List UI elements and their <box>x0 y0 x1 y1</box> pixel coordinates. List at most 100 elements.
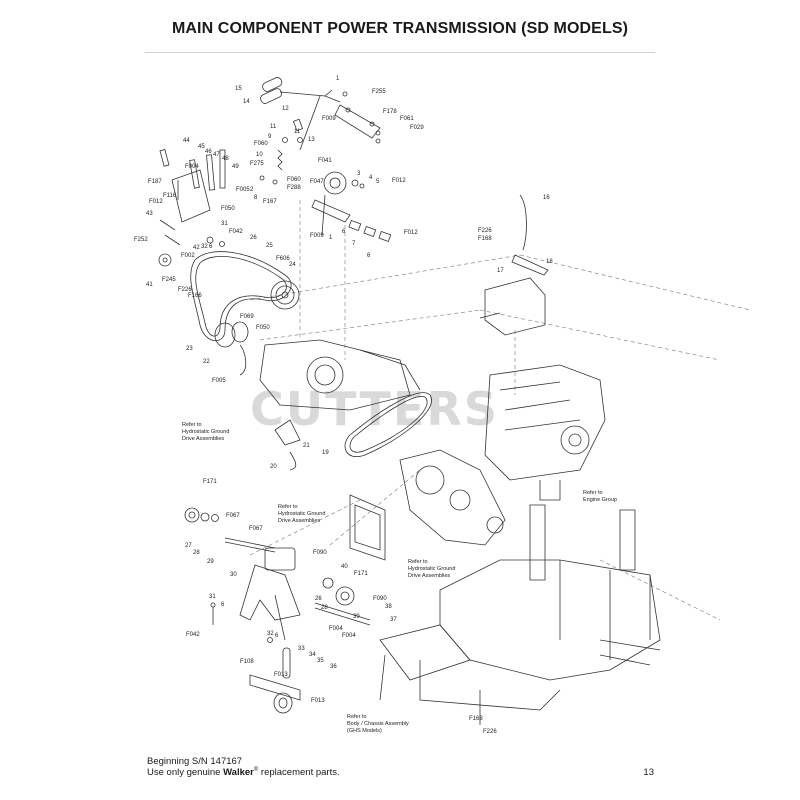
part-label: 1 <box>329 235 333 241</box>
part-label: F050 <box>256 325 270 331</box>
drawing-lines <box>158 77 751 725</box>
part-label: F012 <box>392 178 406 184</box>
part-label: F067 <box>249 526 263 532</box>
part-label: F606 <box>276 256 290 262</box>
usage-note: Use only genuine Walker® replacement par… <box>147 767 340 778</box>
part-label: 47 <box>213 152 220 158</box>
part-label: 9 <box>268 134 272 140</box>
part-label: 11 <box>270 124 277 130</box>
part-label: F275 <box>250 161 264 167</box>
serial-note: Beginning S/N 147167 <box>147 756 243 767</box>
note-hydrostatic-3: Refer to Hydrostatic Ground Drive Assemb… <box>408 559 457 579</box>
part-label: 48 <box>222 156 229 162</box>
part-label: 5 <box>376 179 380 185</box>
part-label: F090 <box>373 596 387 602</box>
note-engine-group: Refer to Engine Group <box>583 490 617 503</box>
part-label: F013 <box>274 672 288 678</box>
part-label: 26 <box>250 235 257 241</box>
part-label: 6 <box>209 244 213 250</box>
part-label: F005 <box>236 187 250 193</box>
part-label: 35 <box>317 658 324 664</box>
title-rule <box>145 52 655 53</box>
part-label: 6 <box>367 253 371 259</box>
part-label: 45 <box>198 144 205 150</box>
part-label: 43 <box>146 211 153 217</box>
part-label: F171 <box>354 571 368 577</box>
part-label: 10 <box>256 152 263 158</box>
watermark-text: CUTTERS <box>250 382 499 436</box>
part-label: F002 <box>181 253 195 259</box>
part-label: F090 <box>313 550 327 556</box>
part-label: 3 <box>357 171 361 177</box>
usage-prefix: Use only genuine <box>147 767 224 779</box>
part-label: 7 <box>352 241 356 247</box>
note-hydrostatic-1: Refer to Hydrostatic Ground Drive Assemb… <box>182 422 231 442</box>
usage-suffix: replacement parts. <box>258 767 340 779</box>
part-label: F004 <box>342 633 356 639</box>
part-label: F013 <box>311 698 325 704</box>
part-label: F069 <box>240 314 254 320</box>
note-body-chassis: Refer to Body / Chassis Assembly (GHS Mo… <box>347 714 410 734</box>
part-label: 25 <box>266 243 273 249</box>
part-label: 1 <box>336 76 340 82</box>
part-label: 41 <box>146 282 153 288</box>
part-label: 33 <box>298 646 305 652</box>
part-label: F009 <box>310 233 324 239</box>
part-label: 21 <box>303 443 310 449</box>
part-label: F245 <box>162 277 176 283</box>
part-label: F042 <box>186 632 200 638</box>
part-label: F187 <box>148 179 162 185</box>
part-label: 28 <box>193 550 200 556</box>
part-label: 26 <box>315 596 322 602</box>
part-label: 37 <box>390 617 397 623</box>
part-label: 4 <box>369 175 373 181</box>
part-label: F004 <box>185 164 199 170</box>
part-label: F226 <box>478 228 492 234</box>
part-label: 32 <box>201 244 208 250</box>
part-label: 28 <box>321 605 328 611</box>
part-label: 12 <box>282 106 289 112</box>
part-label: 40 <box>341 564 348 570</box>
part-label: 23 <box>186 346 193 352</box>
part-label: 46 <box>205 149 212 155</box>
part-label: 42 <box>193 245 200 251</box>
part-label: 44 <box>183 138 190 144</box>
part-label: 27 <box>185 543 192 549</box>
part-label: F116 <box>163 193 177 199</box>
part-label: F060 <box>287 177 301 183</box>
part-label: 36 <box>330 664 337 670</box>
part-label: F047 <box>310 179 324 185</box>
part-labels: 15 14 1 F255 12 F009 F178 F061 F029 11 9… <box>134 76 553 735</box>
part-label: 24 <box>289 262 296 268</box>
part-label: 19 <box>322 450 329 456</box>
part-label: F108 <box>240 659 254 665</box>
part-label: 15 <box>235 86 242 92</box>
part-label: 32 <box>267 631 274 637</box>
part-label: 11 <box>294 129 301 135</box>
part-label: 30 <box>230 572 237 578</box>
part-label: 13 <box>308 137 315 143</box>
part-label: 20 <box>270 464 277 470</box>
part-label: F061 <box>400 116 414 122</box>
part-label: 31 <box>221 221 228 227</box>
part-label: F042 <box>229 229 243 235</box>
part-label: F005 <box>212 378 226 384</box>
part-label: F168 <box>478 236 492 242</box>
part-label: 6 <box>221 602 225 608</box>
part-label: 31 <box>209 594 216 600</box>
registered-mark: ® <box>253 767 259 773</box>
part-label: 39 <box>353 614 360 620</box>
part-label: F226 <box>483 729 497 735</box>
part-label: 22 <box>203 359 210 365</box>
part-label: F178 <box>383 109 397 115</box>
part-label: F252 <box>134 237 148 243</box>
page-number: 13 <box>643 767 654 778</box>
part-label: 8 <box>254 195 258 201</box>
part-label: 16 <box>543 195 550 201</box>
part-label: F041 <box>318 158 332 164</box>
part-label: F067 <box>226 513 240 519</box>
part-label: 34 <box>309 652 316 658</box>
part-label: F029 <box>410 125 424 131</box>
part-label: F060 <box>254 141 268 147</box>
